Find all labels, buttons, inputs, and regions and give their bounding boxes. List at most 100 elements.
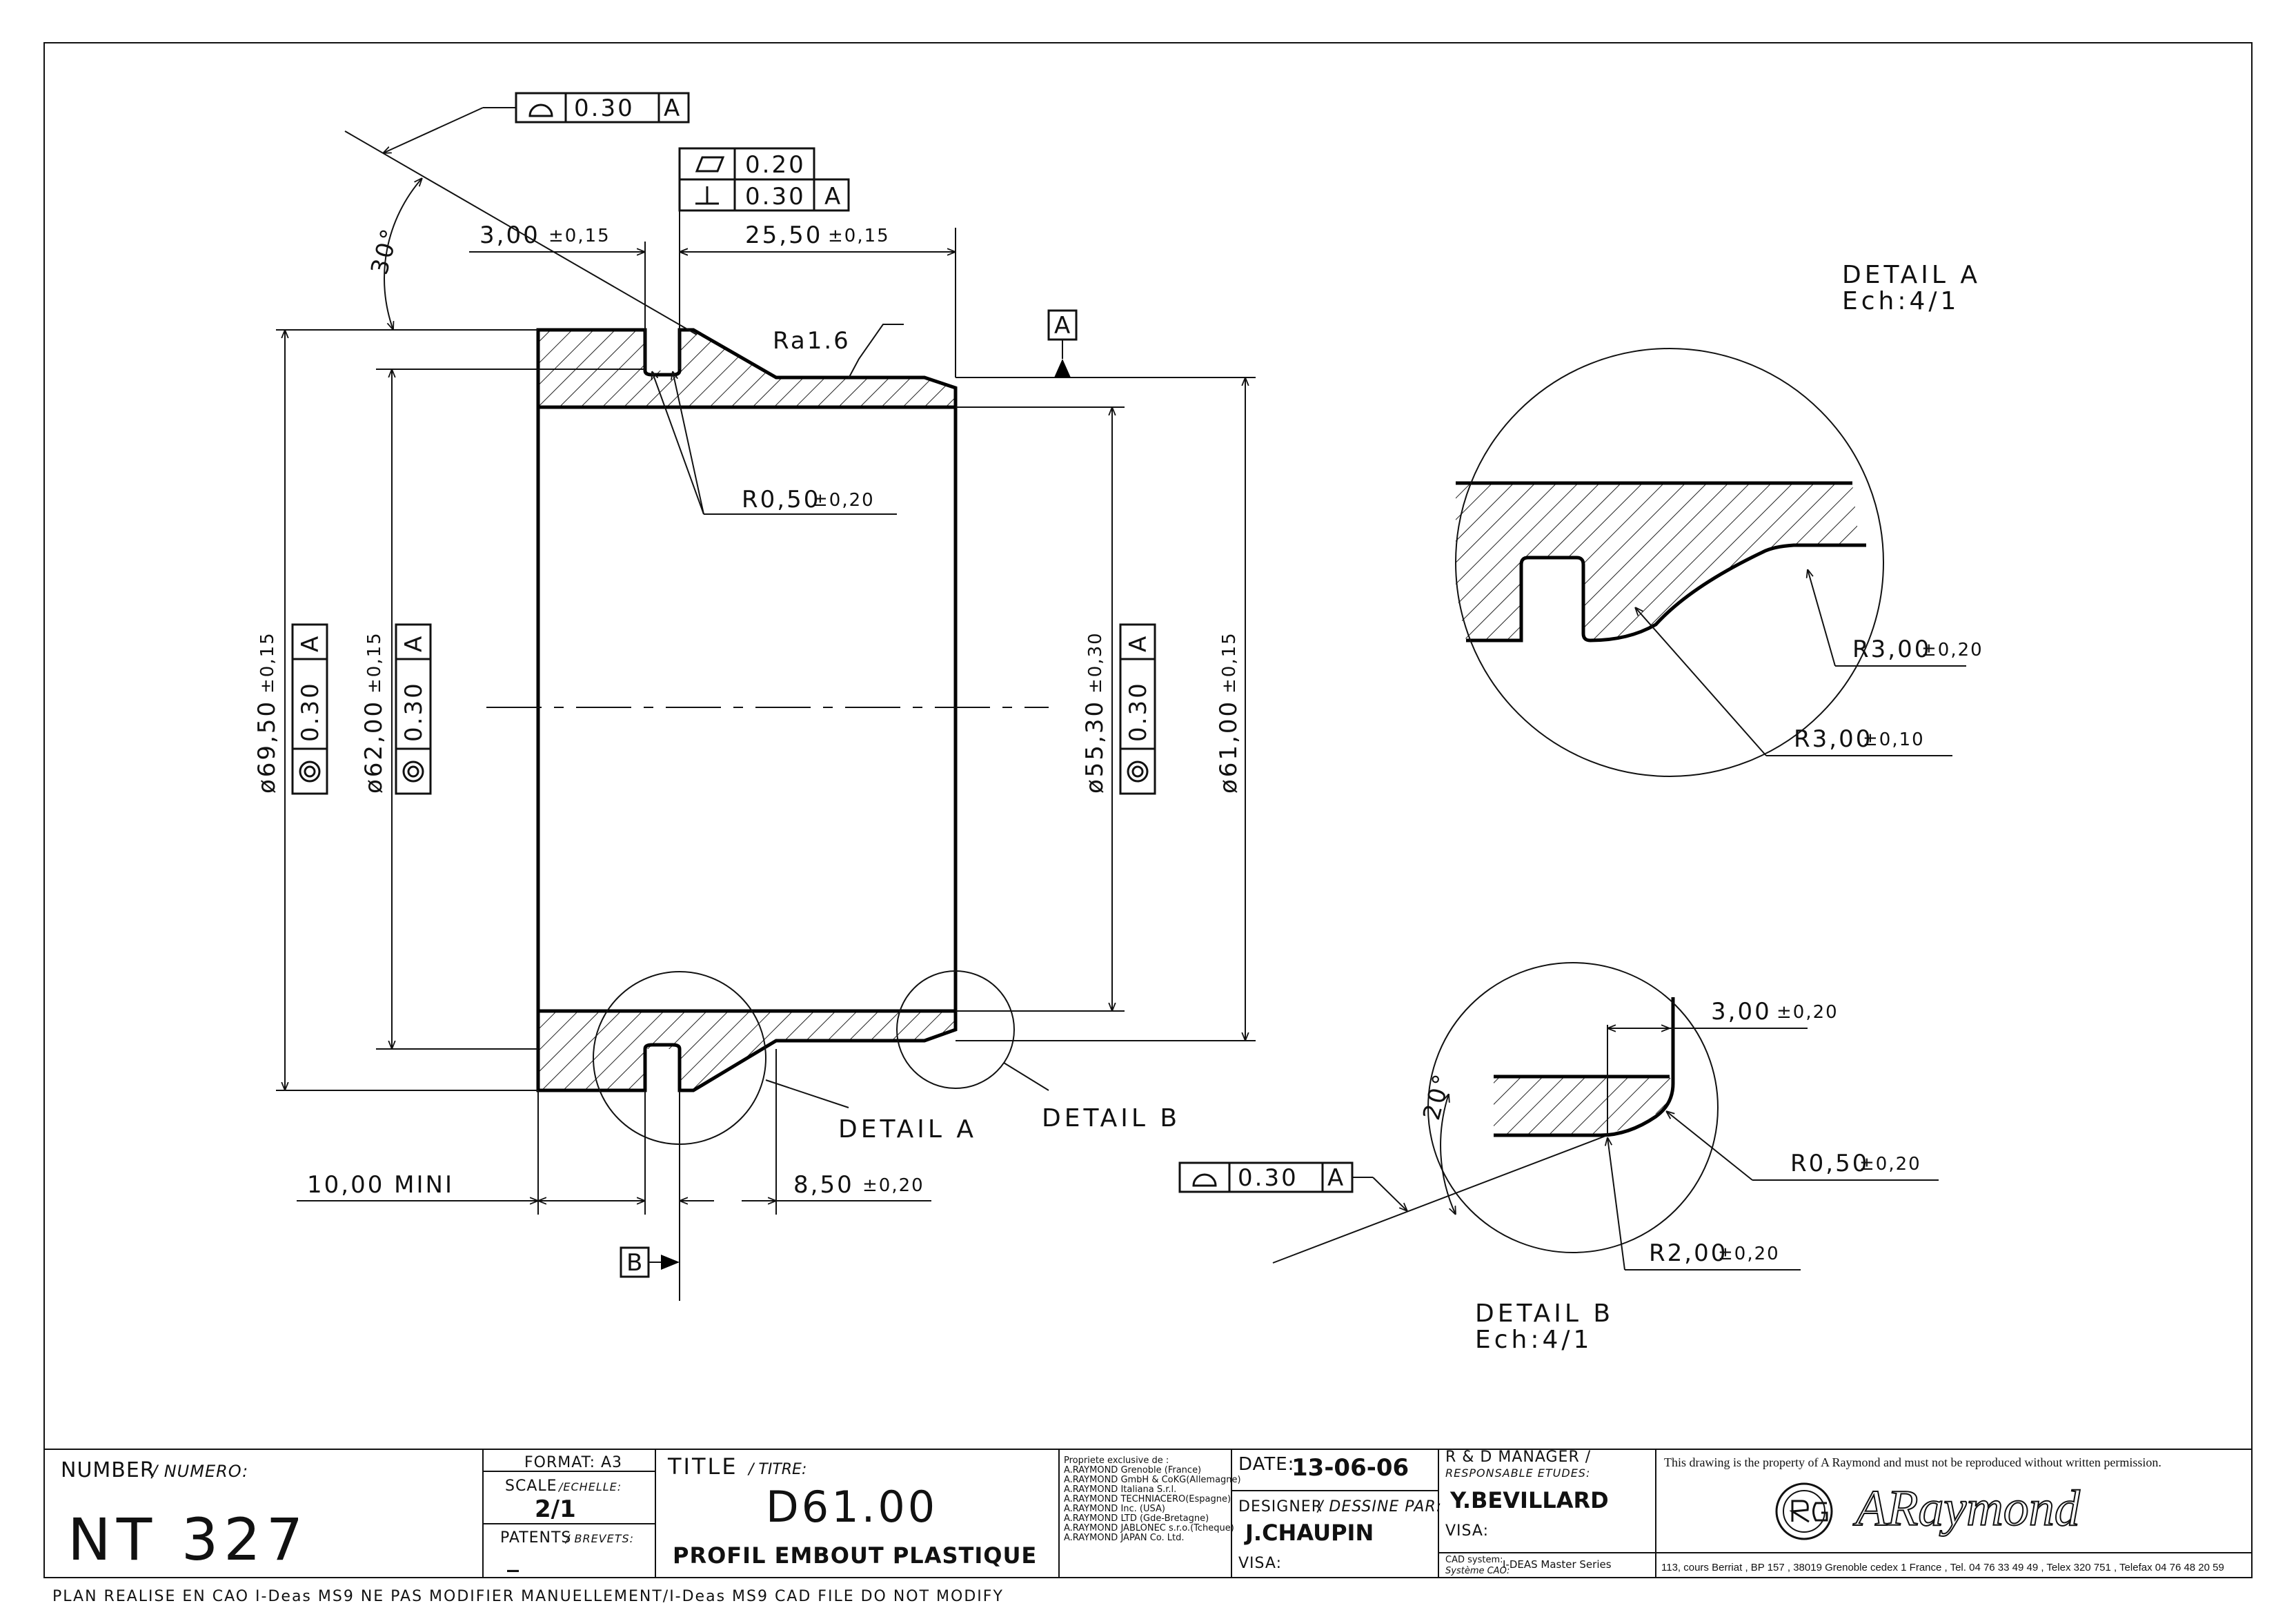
svg-text:A: A <box>400 634 428 652</box>
svg-text:A.RAYMOND Grenoble (France): A.RAYMOND Grenoble (France) <box>1064 1465 1201 1475</box>
araymond-logo <box>1775 1482 1833 1540</box>
footer-note: PLAN REALISE EN CAO I-Deas MS9 NE PAS MO… <box>52 1588 1004 1605</box>
section-hatch-top <box>538 330 956 407</box>
tolerance-dia-62: ±0,15 <box>364 631 385 694</box>
svg-text:I-DEAS Master Series: I-DEAS Master Series <box>1503 1558 1612 1571</box>
svg-text:TITLE: TITLE <box>667 1453 738 1480</box>
detail-a-r2-tol: ±0,10 <box>1863 729 1925 750</box>
concentricity-frame-55: 0.30 A <box>1119 623 1156 795</box>
svg-text:A.RAYMOND LTD (Gde-Bretagne): A.RAYMOND LTD (Gde-Bretagne) <box>1064 1513 1209 1524</box>
tolerance-dia-61: ±0,15 <box>1219 631 1240 694</box>
roughness-symbol: Ra1.6 <box>773 324 904 379</box>
detail-b-r2-tol: ±0,20 <box>1718 1244 1780 1264</box>
svg-text:VISA:: VISA: <box>1445 1522 1489 1540</box>
svg-text:CAD system:: CAD system: <box>1445 1555 1503 1565</box>
designer-value: J.CHAUPIN <box>1244 1520 1374 1546</box>
detail-b-callout-circle <box>896 970 1015 1089</box>
detail-b-dim-tol: ±0,20 <box>1777 1002 1839 1023</box>
detail-b-profile-frame: 0.30 A <box>1178 1161 1407 1211</box>
dimension-dia-62: ø62,00 <box>360 700 388 794</box>
svg-text:A.RAYMOND TECHNIACERO(Espagne): A.RAYMOND TECHNIACERO(Espagne) <box>1064 1494 1231 1504</box>
drawing-number: NT 327 <box>68 1506 308 1573</box>
svg-text:B: B <box>626 1249 644 1277</box>
dimension-top-left: 3,00 <box>479 222 540 249</box>
svg-text:A: A <box>1327 1164 1345 1192</box>
svg-text:A.RAYMOND JAPAN Co. Ltd.: A.RAYMOND JAPAN Co. Ltd. <box>1064 1533 1185 1543</box>
detail-b-r2: R2,00 <box>1649 1239 1728 1267</box>
datum-b-marker: B <box>620 1246 680 1278</box>
svg-text:/ECHELLE:: /ECHELLE: <box>557 1480 622 1493</box>
patents-value: _ <box>507 1545 519 1573</box>
detail-b-dim: 3,00 <box>1711 998 1772 1026</box>
angle-arc-30 <box>384 178 422 330</box>
svg-text:A: A <box>297 634 324 652</box>
scale-value: 2/1 <box>535 1495 576 1523</box>
tolerance-bottom-right: ±0,20 <box>862 1175 924 1196</box>
svg-text:VISA:: VISA: <box>1238 1555 1282 1572</box>
svg-text:Ra1.6: Ra1.6 <box>773 327 851 355</box>
detail-a-r2: R3,00 <box>1794 725 1872 753</box>
svg-text:0.30: 0.30 <box>400 681 428 742</box>
svg-text:Propriete exclusive de :: Propriete exclusive de : <box>1064 1455 1169 1466</box>
svg-text:A.RAYMOND GmbH & CoKG(Allemagn: A.RAYMOND GmbH & CoKG(Allemagne) <box>1064 1475 1241 1485</box>
dimension-mini: 10,00 MINI <box>307 1171 454 1199</box>
brand-name: ARaymond <box>1852 1480 2081 1537</box>
detail-a-callout-label: DETAIL A <box>838 1115 977 1144</box>
dimension-dia-55: ø55,30 <box>1081 700 1109 794</box>
detail-b-view: 3,00 ±0,20 20° R0,50 ±0,20 R2,00 ±0,20 0… <box>1178 962 1939 1354</box>
svg-text:A.RAYMOND JABLONEC s.r.o.(Tche: A.RAYMOND JABLONEC s.r.o.(Tcheque) <box>1064 1523 1234 1533</box>
address: 113, cours Berriat , BP 157 , 38019 Gren… <box>1661 1562 2224 1573</box>
detail-b-scale: Ech:4/1 <box>1475 1326 1592 1354</box>
angle-30-label: 30° <box>366 224 405 277</box>
svg-text:0.30: 0.30 <box>745 183 806 210</box>
svg-text:0.30: 0.30 <box>574 95 635 122</box>
svg-text:PATENTS: PATENTS <box>500 1529 571 1547</box>
svg-text:0.30: 0.30 <box>1125 681 1152 742</box>
svg-text:SCALE: SCALE <box>505 1478 557 1495</box>
dimension-top-right: 25,50 <box>745 222 822 249</box>
main-section-view: ø69,50 ±0,15 0.30 A ø62,00 ±0,15 0.30 A <box>253 92 1256 1301</box>
svg-text:RESPONSABLE ETUDES:: RESPONSABLE ETUDES: <box>1445 1466 1590 1480</box>
svg-text:A.RAYMOND Italiana S.r.l.: A.RAYMOND Italiana S.r.l. <box>1064 1484 1176 1495</box>
sheet-frame <box>43 42 2253 1578</box>
concentricity-frame-69: 0.30 A <box>291 623 328 795</box>
tolerance-top-right: ±0,15 <box>828 226 890 246</box>
svg-text:0.30: 0.30 <box>1238 1164 1298 1192</box>
detail-a-r1: R3,00 <box>1852 636 1931 663</box>
svg-text:/ NUMERO:: / NUMERO: <box>150 1462 248 1481</box>
tolerance-dia-69: ±0,15 <box>257 631 278 694</box>
owners-list: Propriete exclusive de : A.RAYMOND Greno… <box>1064 1455 1241 1543</box>
dimension-dia-69: ø69,50 <box>253 700 281 794</box>
detail-a-title: DETAIL A <box>1842 261 1981 289</box>
drawing-subtitle: PROFIL EMBOUT PLASTIQUE <box>673 1542 1037 1569</box>
tolerance-top-left: ±0,15 <box>548 226 611 246</box>
detail-a-r1-tol: ±0,20 <box>1921 640 1983 660</box>
property-notice: This drawing is the property of A Raymon… <box>1664 1455 2161 1469</box>
svg-text:A: A <box>1054 312 1072 340</box>
detail-b-angle: 20° <box>1418 1070 1457 1123</box>
flatness-perpendicularity-frame: 0.20 0.30 A <box>678 147 850 228</box>
detail-a-scale: Ech:4/1 <box>1842 287 1959 315</box>
section-hatch-bottom <box>538 1011 956 1090</box>
manager-value: Y.BEVILLARD <box>1449 1487 1609 1513</box>
concentricity-frame-62: 0.30 A <box>395 623 432 795</box>
profile-tolerance-frame-top: 0.30 A <box>383 92 690 153</box>
svg-text:Système CAO:: Système CAO: <box>1445 1566 1510 1576</box>
svg-text:DATE:: DATE: <box>1238 1454 1294 1475</box>
number-label: NUMBER <box>61 1458 155 1482</box>
svg-text:R & D MANAGER /: R & D MANAGER / <box>1445 1449 1591 1466</box>
radius-top-tol: ±0,20 <box>813 490 875 511</box>
datum-a-marker: A <box>1047 309 1078 377</box>
svg-text:A: A <box>664 95 682 122</box>
title-block: NUMBER / NUMERO: NT 327 FORMAT: A3 SCALE… <box>44 1449 2252 1578</box>
detail-a-callout-circle <box>593 971 766 1145</box>
svg-text:A.RAYMOND Inc. (USA): A.RAYMOND Inc. (USA) <box>1064 1504 1165 1514</box>
detail-b-r1: R0,50 <box>1790 1150 1869 1177</box>
detail-a-view: DETAIL A Ech:4/1 R3,00 ±0,20 R3,00 ±0,10 <box>1455 261 1983 777</box>
svg-text:/ BREVETS:: / BREVETS: <box>564 1532 634 1545</box>
svg-text:DESIGNER: DESIGNER <box>1238 1498 1323 1515</box>
format-label: FORMAT: A3 <box>524 1454 622 1471</box>
date-value: 13-06-06 <box>1292 1454 1409 1482</box>
